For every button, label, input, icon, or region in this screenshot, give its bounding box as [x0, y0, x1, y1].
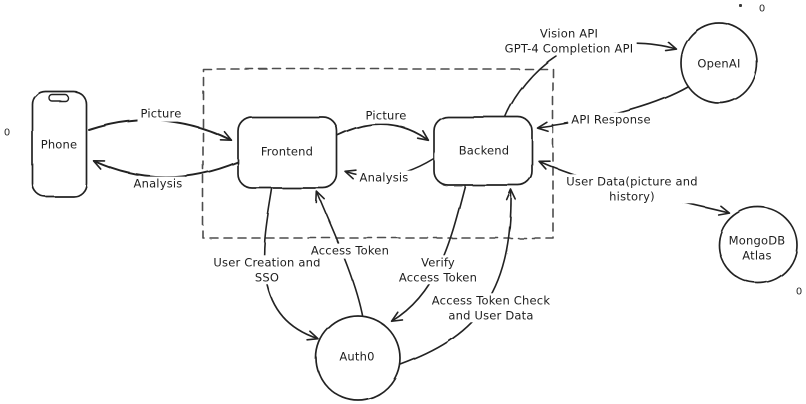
edge-frontend-to-backend	[337, 123, 430, 142]
stray-zero-bottom-right: 0	[795, 286, 803, 298]
edge-label-gpt4-completion: GPT-4 Completion API	[504, 41, 634, 55]
edge-label-user-creation-sso: User Creation and SSO	[210, 255, 324, 285]
node-phone-label: Phone	[40, 137, 78, 152]
node-openai-label: OpenAI	[697, 56, 741, 71]
node-mongodb-label: MongoDB Atlas	[729, 233, 786, 262]
stray-zero-top-right: 0	[758, 3, 766, 15]
node-mongodb-label-line2: Atlas	[742, 248, 772, 262]
phone-speaker-slot	[48, 93, 69, 102]
node-openai	[680, 22, 758, 104]
node-frontend	[237, 116, 338, 189]
edge-label-check-line1: Access Token Check	[431, 293, 551, 308]
node-auth0	[315, 315, 401, 401]
node-backend-label: Backend	[458, 143, 510, 158]
edge-label-openai-apis: Vision API GPT-4 Completion API	[501, 26, 637, 56]
node-backend	[433, 116, 533, 186]
edge-phone-to-frontend	[88, 119, 233, 142]
node-phone	[31, 90, 88, 198]
edge-label-api-response: API Response	[568, 112, 654, 128]
edge-label-verify-line1: Verify	[421, 255, 455, 270]
stray-dot-top-right	[739, 4, 742, 7]
edge-label-user-data: User Data(picture and history)	[563, 174, 701, 204]
edge-label-analysis-left: Analysis	[130, 176, 186, 192]
edge-label-verify-line2: Access Token	[398, 270, 478, 284]
stray-zero-left: 0	[3, 127, 11, 139]
edge-label-picture-mid: Picture	[362, 108, 410, 124]
node-auth0-label: Auth0	[339, 349, 375, 364]
node-frontend-label: Frontend	[260, 144, 314, 159]
edge-label-user-data-line1: User Data(picture and	[566, 174, 698, 189]
edge-label-user-data-line2: history)	[609, 189, 655, 203]
edge-label-user-creation-line1: User Creation and	[213, 255, 321, 270]
frontend-backend-boundary-box	[202, 68, 554, 239]
edge-label-vision-api: Vision API	[539, 26, 599, 41]
edge-label-access-token: Access Token	[307, 243, 393, 259]
edge-label-check-line2: and User Data	[448, 308, 534, 322]
edge-backend-to-openai-segment	[504, 55, 557, 118]
node-mongodb-atlas	[718, 206, 798, 284]
edge-openai-to-backend	[536, 86, 689, 133]
edge-label-picture-left: Picture	[137, 106, 185, 122]
edge-label-access-token-check: Access Token Check and User Data	[428, 293, 554, 323]
edge-label-user-creation-line2: SSO	[254, 270, 280, 284]
node-mongodb-label-line1: MongoDB	[728, 233, 786, 248]
edge-frontend-to-phone	[92, 159, 239, 179]
edge-label-verify-access-token: Verify Access Token	[395, 255, 481, 285]
edge-label-analysis-mid: Analysis	[356, 170, 412, 186]
